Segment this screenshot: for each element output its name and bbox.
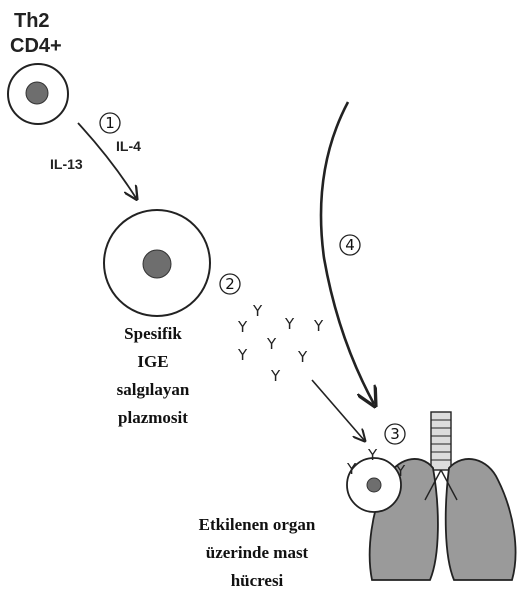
svg-text:IGE: IGE — [137, 352, 168, 371]
antibody-glyph: Y — [252, 302, 263, 320]
svg-text:üzerinde mast: üzerinde mast — [206, 543, 309, 562]
svg-text:plazmosit: plazmosit — [118, 408, 188, 427]
plasma-cell — [104, 210, 210, 316]
plasma-nucleus — [143, 250, 171, 278]
svg-text:salgılayan: salgılayan — [117, 380, 190, 399]
bound-ige: Y — [395, 462, 406, 480]
trachea — [431, 412, 451, 470]
th2-cell — [8, 64, 68, 124]
il4-label: IL-4 — [116, 138, 141, 154]
svg-text:4: 4 — [345, 236, 355, 254]
svg-text:3: 3 — [390, 425, 400, 443]
il13-label: IL-13 — [50, 156, 83, 172]
organ-mast-cell-label: Etkilenen organ üzerinde mast hücresi — [199, 515, 316, 590]
antibody-glyph: Y — [237, 346, 248, 364]
ige-antibodies: Y Y Y Y Y Y Y Y — [237, 302, 324, 385]
arrow-ige-to-mast — [312, 380, 364, 440]
step-2-marker: 2 — [220, 274, 240, 294]
antibody-glyph: Y — [237, 318, 248, 336]
antibody-glyph: Y — [266, 335, 277, 353]
antibody-glyph: Y — [297, 348, 308, 366]
svg-text:2: 2 — [225, 275, 235, 293]
cd4-label: CD4+ — [10, 35, 62, 57]
bound-ige: Y — [367, 446, 378, 464]
arrow-th2-to-plasma — [78, 123, 136, 198]
antibody-glyph: Y — [313, 317, 324, 335]
step-3-marker: 3 — [385, 424, 405, 444]
antibody-glyph: Y — [270, 367, 281, 385]
plasma-cell-label: Spesifik IGE salgılayan plazmosit — [117, 324, 190, 427]
th2-nucleus — [26, 82, 48, 104]
mast-cell-nucleus — [367, 478, 381, 492]
right-lung — [446, 459, 516, 580]
step-1-marker: 1 — [100, 113, 120, 133]
bound-ige: Y — [346, 460, 357, 478]
svg-text:1: 1 — [105, 114, 115, 132]
svg-text:Spesifik: Spesifik — [124, 324, 182, 343]
th2-label: Th2 — [14, 10, 50, 32]
svg-text:Etkilenen organ: Etkilenen organ — [199, 515, 316, 534]
antibody-glyph: Y — [284, 315, 295, 333]
step-4-marker: 4 — [340, 235, 360, 255]
svg-text:hücresi: hücresi — [231, 571, 284, 590]
